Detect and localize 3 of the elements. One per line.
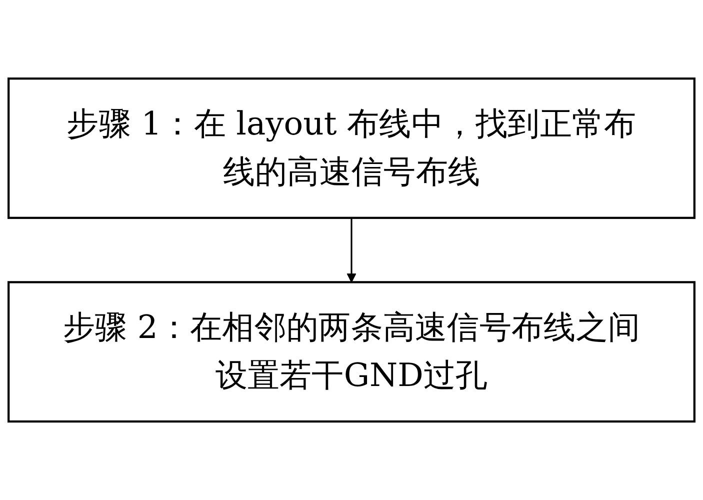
- arrow: [346, 218, 356, 283]
- node-box: 步骤 1：在 layout 布线中，找到正常布线的高速信号布线: [8, 77, 696, 219]
- node-box: 步骤 2：在相邻的两条高速信号布线之间设置若干GND过孔: [8, 281, 696, 423]
